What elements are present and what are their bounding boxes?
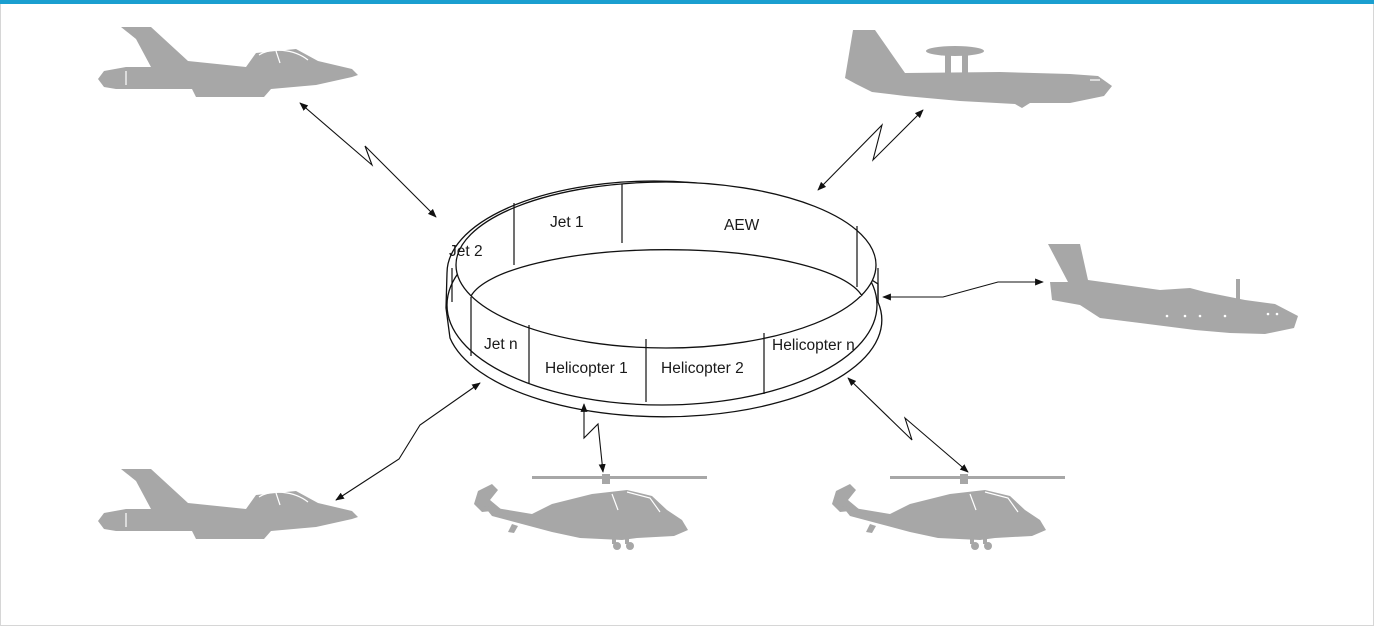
fighter-jet-icon	[97, 468, 359, 540]
fighter-jet-icon	[97, 26, 359, 98]
helicopter-icon	[473, 473, 708, 551]
accent-bar	[0, 0, 1374, 4]
radio-link-helicopter-n	[847, 377, 969, 473]
slot-helicopter-n: Helicopter n	[772, 337, 855, 354]
radio-link-helicopter-1	[580, 403, 606, 473]
radio-link-transport	[882, 278, 1044, 301]
slot-jet-n: Jet n	[484, 336, 518, 353]
radio-link-jet-1	[299, 102, 437, 218]
radio-link-aew	[817, 109, 924, 191]
slot-jet-2: Jet 2	[449, 243, 483, 260]
slot-aew: AEW	[724, 217, 760, 234]
slot-helicopter-2: Helicopter 2	[661, 360, 744, 377]
radio-link-jet-n	[335, 382, 481, 501]
time-slot-ring: Jet 2 Jet 1 AEW Jet n Helicopter 1 Helic…	[445, 180, 883, 418]
helicopter-icon	[831, 473, 1066, 551]
aew-aircraft-icon	[845, 30, 1112, 108]
transport-aircraft-icon	[1048, 244, 1298, 334]
slot-helicopter-1: Helicopter 1	[545, 360, 628, 377]
slot-jet-1: Jet 1	[550, 214, 584, 231]
